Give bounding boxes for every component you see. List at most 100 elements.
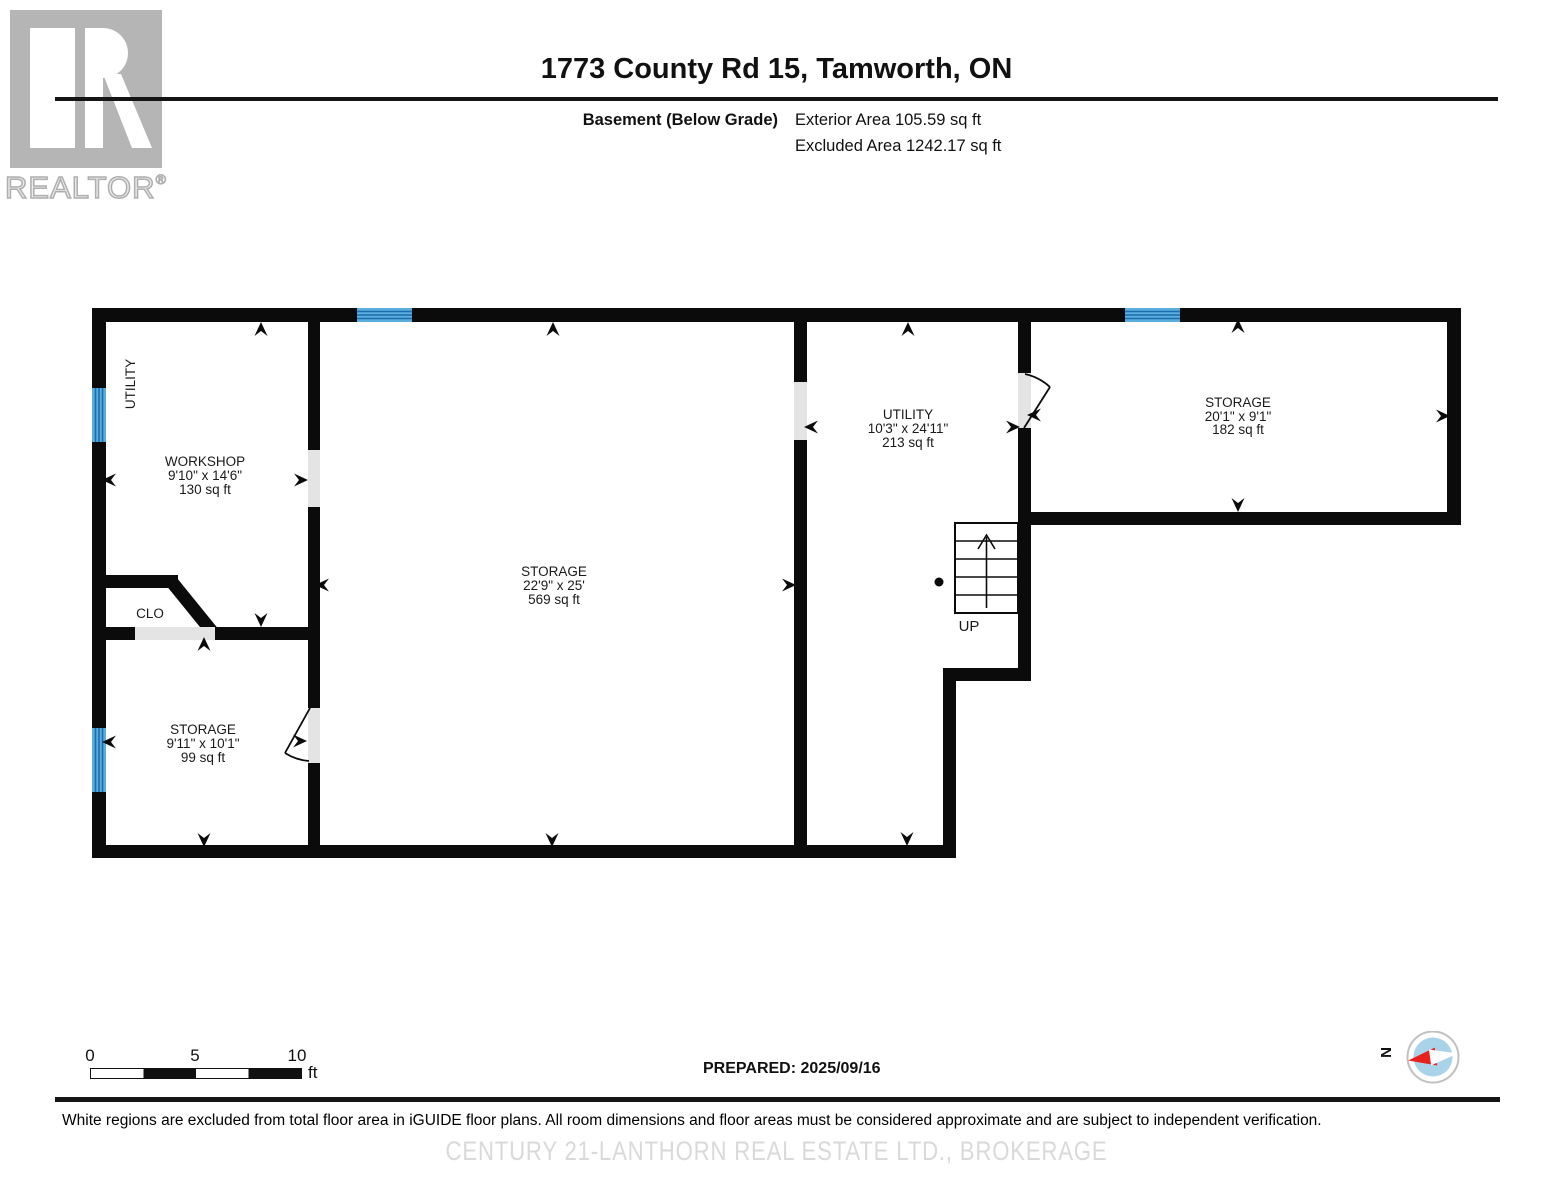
opening-storage-small — [308, 708, 320, 763]
wall-outer-top — [92, 308, 1461, 322]
opening-utility-left — [794, 382, 807, 440]
wall-closet-top — [92, 575, 178, 588]
wall-utility-right-mid — [1018, 428, 1031, 518]
compass-icon — [1406, 1031, 1460, 1084]
room-dims: 10'3" x 24'11" — [868, 421, 949, 436]
wall-outer-bottom — [92, 845, 956, 858]
arrow-right-icon — [1436, 409, 1450, 423]
arrow-up-icon — [254, 322, 268, 336]
room-name: UTILITY — [883, 407, 933, 422]
logo-r-leg — [103, 74, 152, 148]
wall-step-vertical — [943, 668, 956, 858]
room-name: WORKSHOP — [165, 454, 245, 469]
arrow-right-icon — [1006, 420, 1020, 434]
room-name: STORAGE — [1205, 395, 1271, 410]
arrow-up-icon — [901, 322, 915, 336]
room-dims: 22'9" x 25' — [523, 578, 585, 593]
room-area: 130 sq ft — [179, 482, 231, 497]
room-area: 99 sq ft — [181, 750, 226, 765]
wall-workshop-right-top — [308, 308, 320, 450]
arrow-up-icon — [546, 322, 560, 336]
stairs — [934, 522, 1019, 614]
brokerage-watermark: CENTURY 21-LANTHORN REAL ESTATE LTD., BR… — [445, 1136, 1108, 1166]
room-dims: 20'1" x 9'1" — [1205, 409, 1272, 424]
wall-utility-left-bottom — [794, 440, 807, 858]
scale-tick-5: 5 — [190, 1046, 200, 1065]
wall-closet-diagonal — [165, 576, 220, 639]
room-label-storage-small: STORAGE 9'11" x 10'1" 99 sq ft — [166, 722, 239, 765]
floor-label: Basement (Below Grade) — [582, 111, 778, 129]
stairs-up-arrow-icon — [977, 533, 996, 550]
realtor-wordmark: REALTOR® — [4, 169, 167, 206]
arrow-down-icon — [254, 613, 268, 627]
wall-storage-right-bottom — [1018, 512, 1461, 525]
arrow-left-icon — [315, 578, 329, 592]
scale-tick-10: 10 — [287, 1046, 307, 1065]
arrow-up-icon — [1231, 319, 1245, 333]
room-label-storage-center: STORAGE 22'9" x 25' 569 sq ft — [521, 564, 587, 607]
dimension-arrows — [102, 319, 1450, 847]
realtor-logo-icon — [10, 10, 162, 168]
arrow-down-icon — [545, 833, 559, 847]
compass-needle — [1408, 1047, 1458, 1066]
arrow-right-icon — [294, 473, 308, 487]
room-label-closet: CLO — [136, 606, 164, 621]
stairs-dot — [934, 577, 944, 587]
page-title: 1773 County Rd 15, Tamworth, ON — [540, 53, 1013, 85]
arrow-down-icon — [1231, 498, 1245, 512]
opening-utility-right — [1018, 373, 1031, 428]
room-label-workshop: WORKSHOP 9'10" x 14'6" 130 sq ft — [165, 454, 245, 497]
opening-closet — [135, 627, 215, 640]
door-arc-utility — [1024, 373, 1051, 388]
registered-symbol: ® — [155, 171, 167, 188]
scale-bar — [90, 1068, 302, 1079]
wall-step-horizontal — [943, 668, 1031, 681]
wall-workshop-right-bottom — [308, 507, 320, 640]
excluded-area-text: Excluded Area 1242.17 sq ft — [795, 137, 1002, 155]
wall-storage-small-right-bottom — [308, 763, 320, 853]
arrow-left-icon — [102, 735, 116, 749]
room-label-storage-right: STORAGE 20'1" x 9'1" 182 sq ft — [1205, 395, 1272, 437]
arrow-up-icon — [197, 637, 211, 651]
arrow-down-icon — [197, 833, 211, 847]
arrow-right-icon — [782, 578, 796, 592]
utility-side-label: UTILITY — [123, 359, 138, 409]
footer-divider — [55, 1097, 1500, 1102]
door-leaf-storage-small — [284, 707, 311, 754]
room-labels: UTILITY WORKSHOP 9'10" x 14'6" 130 sq ft… — [123, 359, 1271, 765]
wall-utility-left-top — [794, 308, 807, 382]
opening-workshop — [308, 450, 320, 507]
room-name: STORAGE — [521, 564, 587, 579]
wall-stair-right — [1018, 512, 1031, 681]
realtor-logo-r-glyph — [30, 28, 152, 148]
room-dims: 9'10" x 14'6" — [168, 468, 242, 483]
arrow-left-icon — [804, 420, 818, 434]
wall-openings — [135, 373, 1031, 763]
wall-utility-right-top — [1018, 308, 1031, 373]
logo-r-left-bar — [30, 28, 75, 148]
room-name: STORAGE — [170, 722, 236, 737]
disclaimer-text: White regions are excluded from total fl… — [62, 1112, 1322, 1129]
scale-tick-0: 0 — [85, 1046, 95, 1065]
realtor-text: REALTOR — [4, 169, 156, 206]
room-area: 569 sq ft — [528, 592, 580, 607]
door-swings — [284, 373, 1051, 762]
walls — [92, 308, 1461, 858]
windows — [92, 308, 1180, 792]
arrow-left-icon — [1027, 408, 1041, 422]
room-label-utility: UTILITY 10'3" x 24'11" 213 sq ft — [868, 407, 949, 450]
logo-r-bowl — [103, 28, 128, 78]
scale-unit: ft — [308, 1063, 318, 1082]
door-leaf-utility — [1023, 386, 1051, 429]
stairs-up-label: UP — [959, 618, 980, 635]
room-dims: 9'11" x 10'1" — [166, 736, 239, 751]
arrow-left-icon — [102, 473, 116, 487]
title-divider — [55, 97, 1498, 101]
arrow-right-icon — [293, 734, 307, 748]
wall-storage-small-right-top — [308, 640, 320, 708]
room-area: 213 sq ft — [882, 435, 934, 450]
wall-outer-right — [1447, 308, 1461, 525]
compass-needle-south — [1428, 1049, 1458, 1066]
